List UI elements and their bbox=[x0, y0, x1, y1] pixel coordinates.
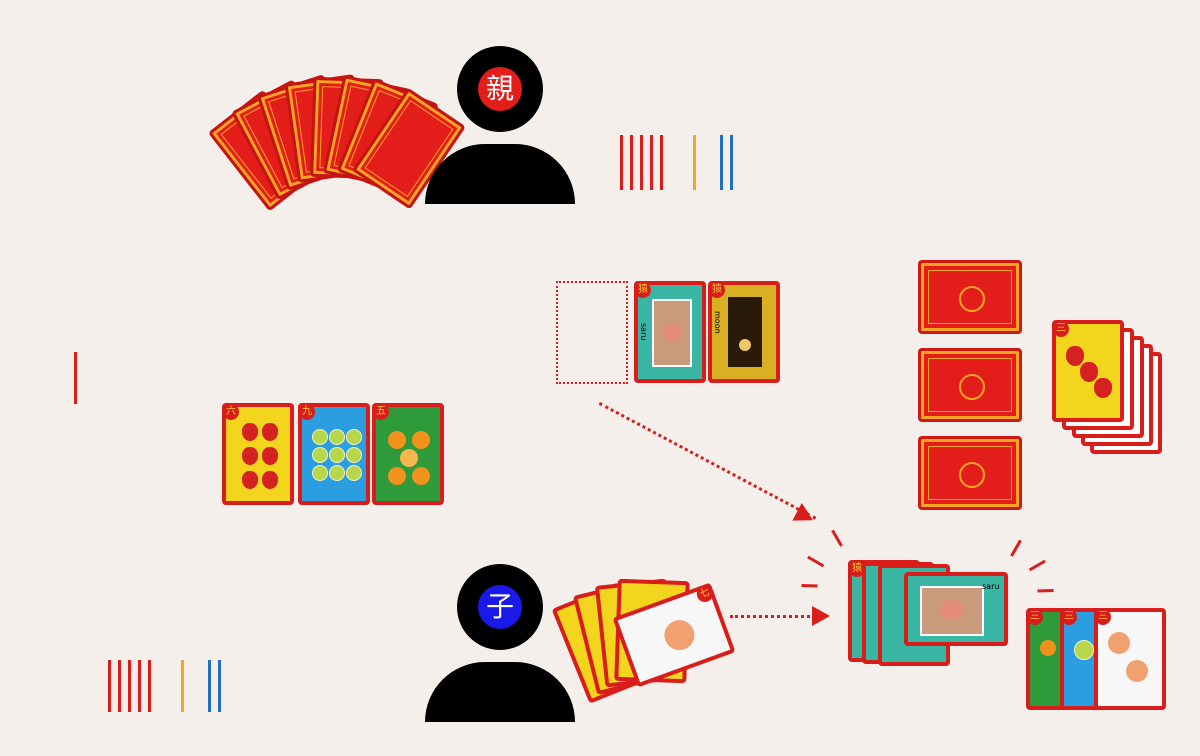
draw-pile-card[interactable] bbox=[918, 348, 1022, 422]
monkey-card: saru bbox=[904, 572, 1008, 646]
avatar-body bbox=[425, 662, 575, 722]
card-corner: 猿 bbox=[849, 561, 865, 577]
peach-card: 三 bbox=[1094, 608, 1166, 710]
card-corner: 猿 bbox=[635, 282, 651, 298]
card-corner: 三 bbox=[1027, 609, 1043, 625]
orange-icon bbox=[412, 467, 430, 485]
card-corner: 五 bbox=[373, 404, 389, 420]
monkey-face-icon bbox=[940, 600, 964, 620]
lime-icon bbox=[329, 429, 345, 445]
tally-mark-yellow bbox=[693, 135, 696, 190]
monkey-card-label: saru bbox=[639, 323, 648, 341]
lime-icon bbox=[1074, 640, 1094, 660]
peach-icon bbox=[1126, 660, 1148, 682]
lime-icon bbox=[346, 429, 362, 445]
strawberry-icon bbox=[262, 447, 278, 465]
parent-hand bbox=[207, 70, 466, 212]
strawberry-icon bbox=[262, 471, 278, 489]
capture-arrow bbox=[598, 402, 817, 520]
orange-icon bbox=[388, 431, 406, 449]
card-corner: 猿 bbox=[709, 282, 725, 298]
child-hand: 七 bbox=[551, 572, 740, 712]
side-tally-mark bbox=[74, 352, 77, 404]
strawberry-icon bbox=[1080, 362, 1098, 382]
draw-pile-card[interactable] bbox=[918, 260, 1022, 334]
tally-mark-red bbox=[148, 660, 151, 712]
orange-icon bbox=[400, 449, 418, 467]
captured-fruit-stack[interactable]: 三 三 三 bbox=[1026, 608, 1166, 712]
arrow-head-icon bbox=[812, 606, 830, 626]
burst-line bbox=[801, 583, 818, 588]
monkey-photo bbox=[920, 586, 984, 636]
moon-card-label: moon bbox=[713, 311, 722, 334]
moon-icon bbox=[739, 339, 751, 351]
tally-mark-blue bbox=[218, 660, 221, 712]
strawberry-icon bbox=[242, 447, 258, 465]
monkey-photo bbox=[652, 299, 692, 367]
strawberry-card: 三 bbox=[1052, 320, 1124, 422]
lime-icon bbox=[346, 447, 362, 463]
strawberry-icon bbox=[1094, 378, 1112, 398]
tally-mark-yellow bbox=[181, 660, 184, 712]
parent-badge: 親 bbox=[478, 67, 522, 111]
child-score-tally bbox=[108, 660, 228, 712]
monkey-face-icon bbox=[662, 323, 682, 341]
peach-icon bbox=[660, 615, 699, 655]
tally-mark-red bbox=[630, 135, 633, 190]
tally-mark-red bbox=[108, 660, 111, 712]
burst-line bbox=[831, 529, 843, 547]
play-arrow bbox=[730, 615, 815, 618]
burst-line bbox=[1028, 559, 1046, 572]
empty-card-slot[interactable] bbox=[556, 281, 628, 384]
strawberry-icon bbox=[242, 423, 258, 441]
lime-icon bbox=[329, 465, 345, 481]
avatar-body bbox=[425, 144, 575, 204]
lime-icon bbox=[312, 429, 328, 445]
peach-icon bbox=[1108, 632, 1130, 654]
card-corner: 三 bbox=[1053, 321, 1069, 337]
tally-mark-red bbox=[138, 660, 141, 712]
strawberry-icon bbox=[242, 471, 258, 489]
orange-icon bbox=[1040, 640, 1056, 656]
strawberry-card[interactable]: 六 bbox=[222, 403, 294, 505]
monkey-card[interactable]: 猿 saru bbox=[634, 281, 706, 383]
card-corner: 九 bbox=[299, 404, 315, 420]
tally-mark-red bbox=[118, 660, 121, 712]
burst-line bbox=[807, 555, 825, 568]
orange-card[interactable]: 五 bbox=[372, 403, 444, 505]
lime-icon bbox=[312, 465, 328, 481]
tally-mark-red bbox=[660, 135, 663, 190]
tally-mark-blue bbox=[720, 135, 723, 190]
orange-icon bbox=[388, 467, 406, 485]
strawberry-icon bbox=[262, 423, 278, 441]
lime-icon bbox=[329, 447, 345, 463]
card-corner: 三 bbox=[1061, 609, 1077, 625]
child-avatar: 子 bbox=[425, 564, 580, 722]
strawberry-deck[interactable]: 三 bbox=[1052, 320, 1162, 460]
card-corner: 六 bbox=[223, 404, 239, 420]
captured-monkey-stack[interactable]: 猿 saru bbox=[848, 560, 1008, 668]
tally-mark-red bbox=[650, 135, 653, 190]
draw-pile-card[interactable] bbox=[918, 436, 1022, 510]
burst-line bbox=[1037, 588, 1054, 593]
moon-card[interactable]: 猿 moon bbox=[708, 281, 780, 383]
lime-icon bbox=[346, 465, 362, 481]
parent-score-tally bbox=[620, 135, 740, 190]
tally-mark-blue bbox=[730, 135, 733, 190]
tally-mark-red bbox=[640, 135, 643, 190]
lime-card[interactable]: 九 bbox=[298, 403, 370, 505]
tally-mark-red bbox=[128, 660, 131, 712]
tally-mark-blue bbox=[208, 660, 211, 712]
orange-icon bbox=[412, 431, 430, 449]
moon-photo bbox=[728, 297, 762, 367]
burst-line bbox=[1010, 539, 1022, 557]
tally-mark-red bbox=[620, 135, 623, 190]
child-badge: 子 bbox=[478, 585, 522, 629]
parent-avatar: 親 bbox=[425, 46, 580, 204]
strawberry-icon bbox=[1066, 346, 1084, 366]
lime-icon bbox=[312, 447, 328, 463]
card-corner: 七 bbox=[694, 583, 716, 605]
monkey-card-label: saru bbox=[982, 582, 1000, 591]
card-corner: 三 bbox=[1095, 609, 1111, 625]
